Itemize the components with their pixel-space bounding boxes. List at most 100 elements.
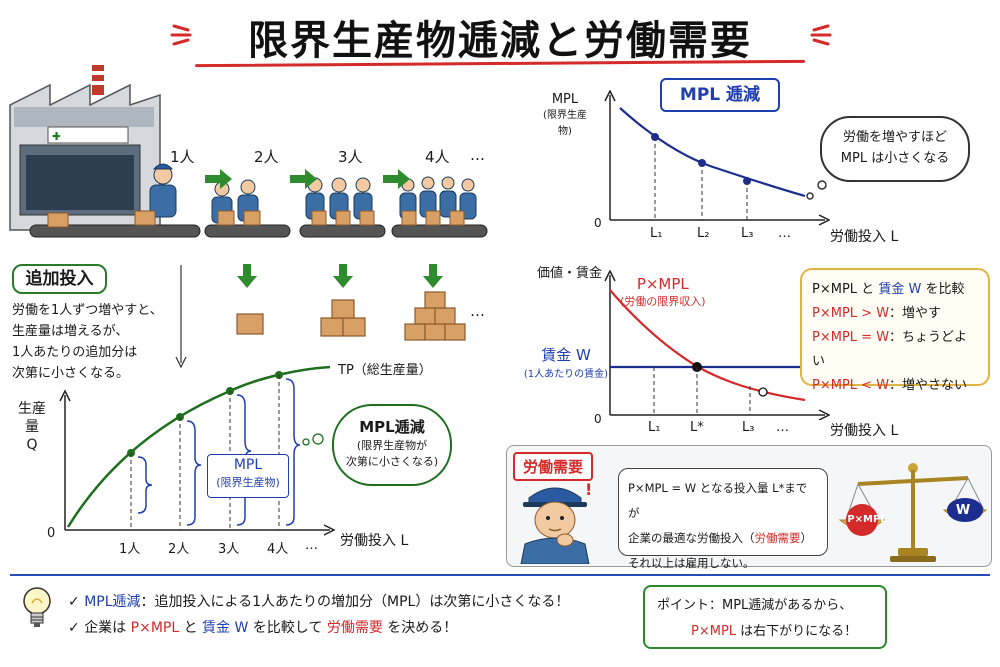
additional-line-3: 1人あたりの追加分は xyxy=(12,345,138,360)
wage-tick-1: L₁ xyxy=(648,420,661,435)
tp-ylabel: 生産量 Q xyxy=(12,400,52,454)
compare-heading-b: と xyxy=(861,282,875,297)
wage-chart xyxy=(604,270,830,420)
compare-cond-2: P×MPL = W xyxy=(812,330,890,345)
mpl-bubble: 労働を増やすほど MPL は小さくなる xyxy=(820,116,970,182)
check-icon: ✓ xyxy=(68,594,80,610)
summary-2a: 企業は xyxy=(84,620,127,636)
mpl-decline-cloud: MPL逓減 (限界生産物が 次第に小さくなる) xyxy=(332,404,452,486)
title-deco-right-icon xyxy=(810,24,832,46)
mpl-label-2: (限界生産物) xyxy=(216,476,280,489)
compare-row-2: P×MPL = W：ちょうどよい xyxy=(812,326,978,374)
tp-tick-2: 2人 xyxy=(168,542,190,557)
point-box: ポイント：MPL逓減があるから、 P×MPL は右下がりになる！ xyxy=(643,585,887,649)
demand-line-2c: ） xyxy=(800,531,813,545)
scale-left-label: P×MPL xyxy=(847,514,887,525)
mpl-tick-more: … xyxy=(778,226,791,241)
compare-cond-1: P×MPL > W xyxy=(812,306,890,321)
mpl-tick-2: L₂ xyxy=(697,226,710,241)
compare-heading-d: を比較 xyxy=(925,282,965,297)
point-line-2: P×MPL は右下がりになる！ xyxy=(657,619,873,645)
tp-ylabel-1: 生産量 xyxy=(18,401,46,435)
mpl-label-box: MPL (限界生産物) xyxy=(207,454,289,498)
pmpl-label-2: (労働の限界収入) xyxy=(620,295,706,308)
summary-1b: ：追加投入による1人あたりの増加分（MPL）は次第に小さくなる！ xyxy=(140,594,570,610)
mpl-bubble-line-1: 労働を増やすほど xyxy=(842,130,947,145)
wage-tick-more: … xyxy=(776,420,789,435)
factory-sign-label: 安全第一 xyxy=(58,129,102,142)
cloud-line-2: 次第に小さくなる) xyxy=(345,455,439,468)
wage-label-1: 賃金 W xyxy=(541,346,591,364)
demand-line-2b: 労働需要 xyxy=(754,531,801,545)
mpl-ylabel-1: MPL xyxy=(551,92,579,107)
tp-chart xyxy=(59,365,336,536)
wage-label: 賃金 W (1人あたりの賃金) xyxy=(518,344,614,380)
summary-line-1: ✓ MPL逓減：追加投入による1人あたりの増加分（MPL）は次第に小さくなる！ xyxy=(68,589,628,615)
thought-dots-icon xyxy=(302,433,324,446)
green-arrow-icons xyxy=(205,169,410,189)
mpl-ylabel-2: (限界生産物) xyxy=(543,110,587,137)
wage-xlabel: 労働投入 L xyxy=(830,423,899,439)
summary-2f: 労働需要 xyxy=(326,620,383,636)
wage-label-2: (1人あたりの賃金) xyxy=(523,369,609,380)
mpl-xlabel: 労働投入 L xyxy=(830,229,899,245)
demand-line-1: P×MPL = W となる投入量 L*までが xyxy=(628,481,808,520)
demand-line-3: それ以上は雇用しない。 xyxy=(628,556,755,570)
demand-speech-bubble: P×MPL = W となる投入量 L*までが 企業の最適な労働投入（労働需要） … xyxy=(618,468,828,570)
step-label-1: 1人 xyxy=(170,148,195,166)
mpl-origin: 0 xyxy=(594,216,602,230)
labor-demand-tag: 労働需要 xyxy=(513,452,594,481)
compare-heading-c: 賃金 W xyxy=(878,282,922,297)
tp-origin: 0 xyxy=(47,526,56,541)
summary-2d: 賃金 W xyxy=(202,620,249,636)
additional-line-4: 次第に小さくなる。 xyxy=(12,366,130,381)
wage-tick-2: L* xyxy=(690,420,704,435)
tp-tick-1: 1人 xyxy=(119,542,141,557)
chimney-icon xyxy=(92,65,104,95)
bubble-dots-icon xyxy=(806,180,827,200)
svg-text:✚: ✚ xyxy=(52,130,61,143)
summary-2e: を比較して xyxy=(252,620,323,636)
down-arrow-icons xyxy=(237,264,443,288)
step-label-more: … xyxy=(470,146,485,164)
exclaim-mark: ! xyxy=(585,480,593,499)
compare-row-3: P×MPL < W：増やさない xyxy=(812,374,978,398)
compare-row-1: P×MPL > W：増やす xyxy=(812,302,978,326)
cloud-title: MPL逓減 xyxy=(359,418,425,436)
step-label-4: 4人 xyxy=(425,148,450,166)
tp-tick-more: … xyxy=(305,538,318,553)
summary: ✓ MPL逓減：追加投入による1人あたりの増加分（MPL）は次第に小さくなる！ … xyxy=(68,589,628,641)
compare-action-3: ：増やさない xyxy=(889,378,968,393)
tp-tick-3: 3人 xyxy=(218,542,240,557)
step-label-3: 3人 xyxy=(338,148,363,166)
mpl-chart xyxy=(604,90,830,226)
summary-line-2: ✓ 企業は P×MPL と 賃金 W を比較して 労働需要 を決める！ xyxy=(68,615,628,641)
lightbulb-icon xyxy=(23,587,51,627)
additional-line-1: 労働を1人ずつ増やすと、 xyxy=(12,303,163,318)
compare-heading-a: P×MPL xyxy=(812,282,858,297)
mpl-decline-badge: MPL 逓減 xyxy=(660,78,780,112)
cloud-line-1: (限界生産物が xyxy=(356,439,428,452)
boxes-more: … xyxy=(470,302,485,320)
additional-text: 労働を1人ずつ増やすと、 生産量は増えるが、 1人あたりの追加分は 次第に小さく… xyxy=(12,300,192,384)
pmpl-label: P×MPL (労働の限界収入) xyxy=(620,275,706,309)
mpl-ylabel: MPL (限界生産物) xyxy=(540,92,590,140)
mpl-tick-1: L₁ xyxy=(650,226,663,241)
compare-box: P×MPL と 賃金 W を比較 P×MPL > W：増やす P×MPL = W… xyxy=(800,268,990,393)
tp-tick-4: 4人 xyxy=(267,542,289,557)
wage-ylabel: 価値・賃金 xyxy=(537,266,603,281)
compare-action-2: ：ちょうどよい xyxy=(812,330,968,369)
factory-illustration: ✚ xyxy=(9,65,488,238)
point-line-1: ポイント：MPL逓減があるから、 xyxy=(657,598,853,613)
additional-heading: 追加投入 xyxy=(12,264,107,294)
factory-sign: ✚ xyxy=(47,126,129,144)
demand-line-2: 企業の最適な労働投入（労働需要） xyxy=(628,526,818,551)
section-divider xyxy=(10,574,990,576)
demand-line-2a: 企業の最適な労働投入（ xyxy=(628,531,755,545)
compare-heading: P×MPL と 賃金 W を比較 xyxy=(812,278,978,302)
tp-xlabel: 労働投入 L xyxy=(340,533,409,549)
pmpl-label-1: P×MPL xyxy=(636,275,689,293)
output-boxes xyxy=(236,264,466,341)
compare-cond-3: P×MPL < W xyxy=(812,378,890,393)
title-deco-left-icon xyxy=(170,24,192,46)
